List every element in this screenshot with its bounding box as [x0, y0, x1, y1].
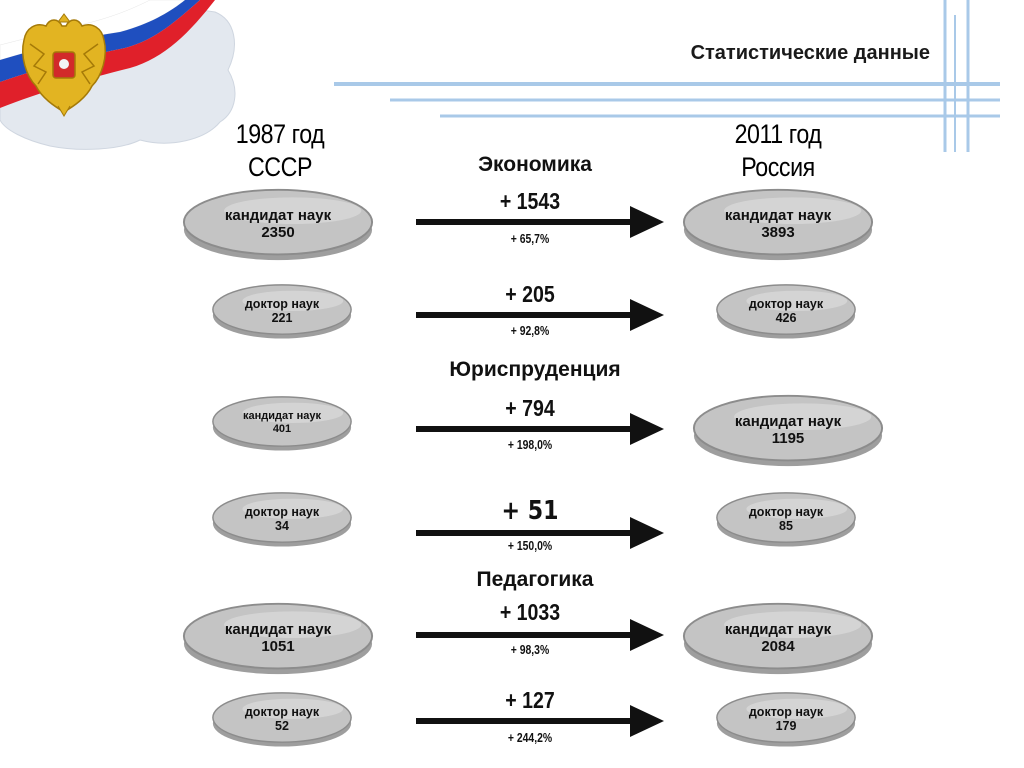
- pill-label: кандидат наук: [224, 620, 332, 638]
- pill-value: 3893: [761, 224, 795, 241]
- pill-economics-doctor-1987: доктор наук 221: [210, 282, 354, 340]
- pill-pedagogy-doctor-2011: доктор наук 179: [714, 690, 858, 748]
- section-pedagogy-title: Педагогика: [476, 568, 594, 591]
- pill-law-doctor-2011: доктор наук 85: [714, 490, 858, 548]
- russian-coat-of-arms-icon: [22, 13, 106, 117]
- pill-law-candidate-1987: кандидат наук 401: [210, 394, 354, 452]
- pill-pedagogy-doctor-1987: доктор наук 52: [210, 690, 354, 748]
- right-arrow-icon: [416, 705, 664, 737]
- pill-value: 401: [272, 423, 292, 435]
- pill-label: кандидат наук: [734, 412, 842, 430]
- pill-economics-doctor-2011: доктор наук 426: [714, 282, 858, 340]
- left-country: СССР: [247, 152, 313, 182]
- right-year: 2011 год: [734, 119, 822, 149]
- pill-label: кандидат наук: [724, 206, 832, 224]
- percent-law-doctor: + 150,0%: [507, 538, 553, 553]
- pill-label: кандидат наук: [724, 620, 832, 638]
- percent-pedagogy-candidate: + 98,3%: [510, 642, 550, 657]
- right-arrow-icon: [416, 517, 664, 549]
- pill-label: доктор наук: [244, 704, 320, 719]
- right-column-heading: 2011 год Россия: [692, 118, 864, 184]
- percent-pedagogy-doctor: + 244,2%: [507, 730, 553, 745]
- right-arrow-icon: [416, 619, 664, 651]
- pill-value: 85: [779, 519, 793, 533]
- pill-label: доктор наук: [748, 704, 824, 719]
- percent-law-candidate: + 198,0%: [507, 437, 553, 452]
- pill-label: кандидат наук: [224, 206, 332, 224]
- pill-value: 1195: [771, 430, 805, 447]
- left-year: 1987 год: [235, 119, 325, 149]
- pill-value: 426: [775, 311, 797, 325]
- pill-label: доктор наук: [748, 296, 824, 311]
- pill-value: 221: [271, 311, 293, 325]
- section-law-title: Юриспруденция: [449, 358, 621, 381]
- pill-label: доктор наук: [748, 504, 824, 519]
- pill-value: 34: [275, 519, 289, 533]
- pill-label: кандидат наук: [243, 410, 321, 423]
- pill-value: 2084: [761, 638, 795, 655]
- right-arrow-icon: [416, 299, 664, 331]
- percent-economics-doctor: + 92,8%: [510, 323, 550, 338]
- decorative-blue-lines: [334, 0, 1000, 152]
- right-arrow-icon: [416, 206, 664, 238]
- pill-law-doctor-1987: доктор наук 34: [210, 490, 354, 548]
- pill-value: 52: [275, 719, 289, 733]
- delta-law-doctor: + 51: [501, 496, 559, 526]
- percent-economics-candidate: + 65,7%: [510, 231, 550, 246]
- pill-economics-candidate-1987: кандидат наук 2350: [180, 186, 376, 262]
- pill-label: доктор наук: [244, 504, 320, 519]
- delta-pedagogy-candidate: + 1033: [499, 599, 561, 625]
- pill-value: 2350: [261, 224, 295, 241]
- pill-law-candidate-2011: кандидат наук 1195: [690, 392, 886, 468]
- pill-label: доктор наук: [244, 296, 320, 311]
- pill-economics-candidate-2011: кандидат наук 3893: [680, 186, 876, 262]
- left-column-heading: 1987 год СССР: [194, 118, 366, 184]
- delta-law-candidate: + 794: [505, 395, 555, 421]
- delta-economics-candidate: + 1543: [499, 188, 561, 214]
- pill-value: 1051: [261, 638, 295, 655]
- section-economics-title: Экономика: [478, 153, 592, 176]
- pill-pedagogy-candidate-2011: кандидат наук 2084: [680, 600, 876, 676]
- slide-title: Статистические данные: [690, 42, 930, 64]
- right-arrow-icon: [416, 413, 664, 445]
- delta-pedagogy-doctor: + 127: [505, 687, 555, 713]
- pill-value: 179: [775, 719, 797, 733]
- delta-economics-doctor: + 205: [505, 281, 555, 307]
- pill-pedagogy-candidate-1987: кандидат наук 1051: [180, 600, 376, 676]
- right-country: Россия: [741, 152, 815, 182]
